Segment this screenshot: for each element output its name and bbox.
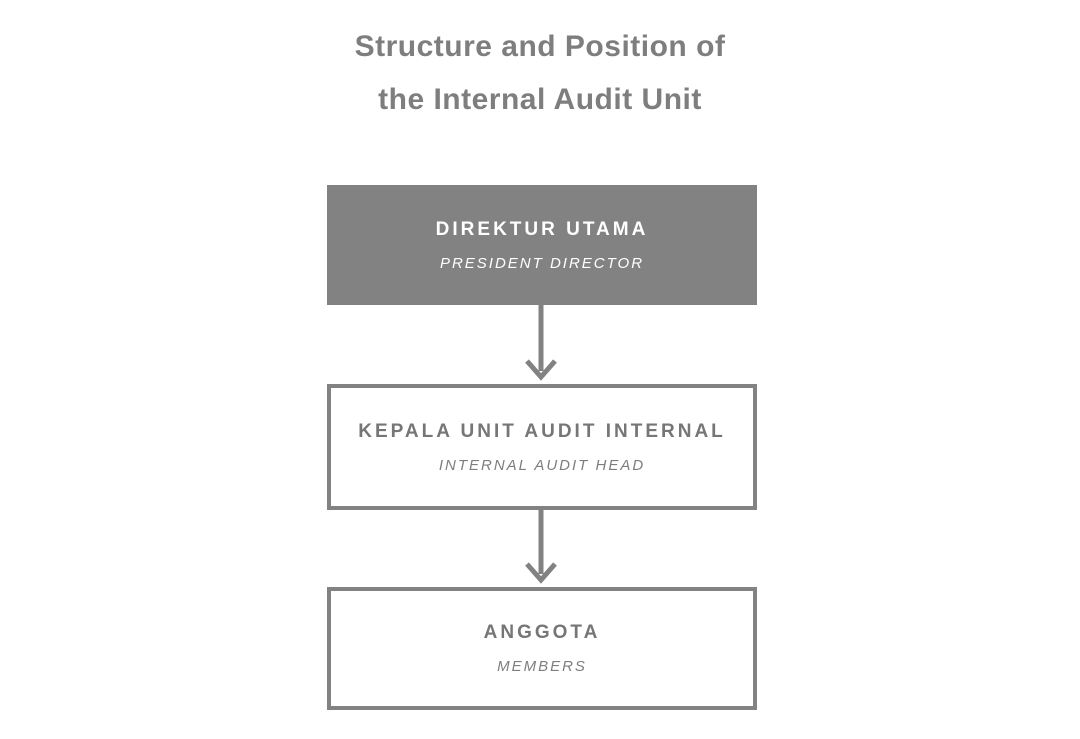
page-title-line-1: Structure and Position of xyxy=(354,30,726,63)
org-node-label: DIREKTUR UTAMA xyxy=(435,218,649,240)
org-node-label: ANGGOTA xyxy=(483,622,601,643)
org-node-sublabel: PRESIDENT DIRECTOR xyxy=(439,254,645,272)
arrow-down-icon xyxy=(523,510,559,587)
org-node-direktur-utama: DIREKTUR UTAMA PRESIDENT DIRECTOR xyxy=(327,185,757,305)
org-node-sublabel: INTERNAL AUDIT HEAD xyxy=(438,456,646,474)
org-node-kepala-unit-audit-internal: KEPALA UNIT AUDIT INTERNAL INTERNAL AUDI… xyxy=(327,384,757,510)
page-title: Structure and Position of the Internal A… xyxy=(0,20,1080,126)
page-title-line-2: the Internal Audit Unit xyxy=(378,83,702,116)
org-node-anggota: ANGGOTA MEMBERS xyxy=(327,587,757,710)
org-node-label: KEPALA UNIT AUDIT INTERNAL xyxy=(358,420,726,442)
arrow-down-icon xyxy=(523,305,559,384)
org-node-sublabel: MEMBERS xyxy=(497,658,587,675)
